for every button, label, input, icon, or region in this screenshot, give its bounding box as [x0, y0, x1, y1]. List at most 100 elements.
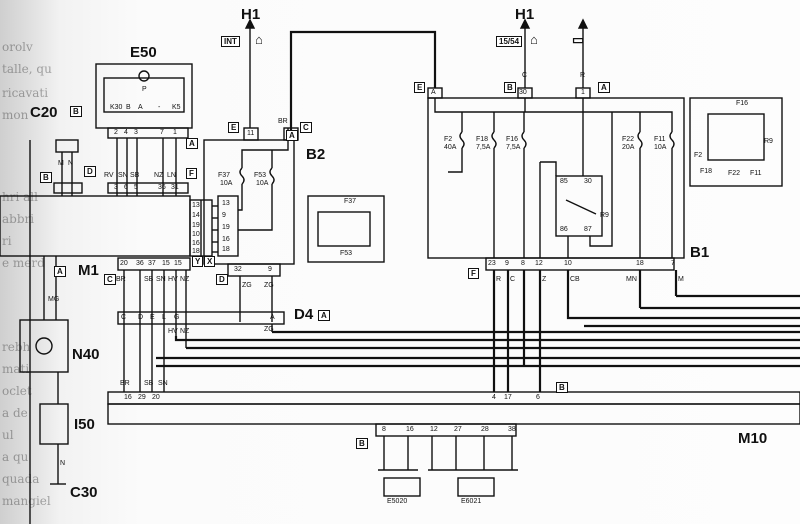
e50-inner-label: -	[158, 104, 161, 111]
margin-text-line: mangiel	[2, 494, 51, 508]
b2-pin: 13	[222, 200, 230, 207]
wire-color: ZG	[264, 282, 274, 289]
wire-color: LN	[167, 172, 176, 179]
locator-label: F2	[694, 152, 703, 159]
fuse-rating: 40A	[444, 144, 457, 151]
d4-pin: D	[138, 314, 144, 321]
fuse-f22-icon	[637, 131, 643, 149]
b2-pin: 16	[222, 236, 230, 243]
e50-pin: 2	[114, 129, 118, 136]
bleed-through-margin-text: orolv talle, qu ricavati mon hri all abb…	[0, 0, 80, 524]
connector-tag: E	[414, 82, 426, 93]
fuse-f11-icon	[669, 131, 675, 149]
connector-tag: A	[318, 310, 330, 321]
f37-locator-label: F37	[344, 198, 357, 205]
m1-pin: 37	[148, 260, 156, 267]
connector-tag: B	[70, 106, 82, 117]
wire-color: N	[68, 160, 74, 167]
margin-text-line: abbri	[2, 212, 35, 226]
locator-label: F22	[728, 170, 741, 177]
arrow-up-icon	[244, 18, 256, 29]
b2-internal-wire	[238, 184, 243, 211]
b1-pin: 1	[581, 89, 585, 96]
d4-connector	[117, 311, 285, 325]
e50-pin: 7	[160, 129, 164, 136]
fuse-label: F37	[218, 172, 231, 179]
fuse-rating: 10A	[654, 144, 667, 151]
fuse-label: F53	[254, 172, 267, 179]
int-signal-tag: INT	[221, 36, 240, 47]
m1-c20-connector	[53, 182, 83, 194]
connector-tag: B	[556, 382, 568, 393]
margin-text-line: oclet	[2, 384, 32, 398]
e50-box	[95, 63, 193, 129]
connector-tag: A	[186, 138, 198, 149]
connector-tag: A	[54, 266, 66, 277]
b1-pin: 30	[519, 89, 527, 96]
n40-label: N40	[72, 346, 100, 363]
i50-label: I50	[74, 416, 95, 433]
b1-wire-cb	[566, 270, 584, 320]
e50-inner-label: K30	[110, 104, 123, 111]
fuse-label: F18	[476, 136, 489, 143]
wire-color: RV	[104, 172, 114, 179]
e50-inner-label: B	[126, 104, 131, 111]
m1-pin: 18	[192, 248, 200, 255]
arrow-up-icon	[519, 18, 531, 29]
connector-tag: A	[286, 130, 298, 141]
e50-label: E50	[130, 44, 157, 61]
m1-pin: 16	[192, 240, 200, 247]
b2-label: B2	[306, 146, 326, 163]
wire-color: ZG	[242, 282, 252, 289]
b1-pin: 12	[535, 260, 543, 267]
m1-pin: 36	[158, 184, 166, 191]
connector-tag: Y	[192, 256, 204, 267]
b1-internal	[640, 111, 673, 132]
m10-pin: 12	[430, 426, 438, 433]
d4-pin: C	[121, 314, 127, 321]
margin-text-line: a de	[2, 406, 28, 420]
wire-color: BR	[116, 276, 126, 283]
margin-text-line: a qu	[2, 450, 29, 464]
b2-pin: 9	[268, 266, 272, 273]
b1-internal	[589, 112, 613, 247]
m1-pin: 36	[136, 260, 144, 267]
b1-locator-inner	[707, 113, 765, 161]
m1-pin: 14	[192, 212, 200, 219]
m1-pin: 10	[192, 231, 200, 238]
f53-locator-label: F53	[340, 250, 353, 257]
e50-pin: 3	[134, 129, 138, 136]
n40-motor-icon	[35, 337, 53, 355]
b1-pin: 10	[564, 260, 572, 267]
d4-pin: A	[270, 314, 275, 321]
e50-sensor-icon	[138, 70, 150, 82]
relay-label: R9	[600, 212, 609, 219]
m1-pin: 20	[120, 260, 128, 267]
e6021-box	[457, 477, 495, 497]
connector-tag: C	[104, 274, 116, 285]
fuse-rating: 7,5A	[506, 144, 521, 151]
margin-text-line: hri all	[2, 190, 38, 204]
wire-color: MG	[48, 296, 60, 303]
connector-tag: B	[504, 82, 516, 93]
connector-tag: D	[216, 274, 228, 285]
fuse-f18-icon	[491, 131, 497, 149]
connector-tag: F	[186, 168, 197, 179]
fuse-f16-icon	[521, 131, 527, 149]
e50-inner-label: A	[138, 104, 143, 111]
wire-color: SN	[156, 276, 166, 283]
b1-pin: 7	[671, 260, 675, 267]
i50-box	[39, 403, 69, 445]
connector-tag: E	[228, 122, 240, 133]
arrow-up-icon	[577, 18, 589, 29]
fuse-rating: 20A	[622, 144, 635, 151]
wire-color: BR	[120, 380, 130, 387]
b1-internal	[448, 148, 463, 173]
m1-pin: 5	[134, 184, 138, 191]
d4-label: D4	[294, 306, 314, 323]
fuse-label: F16	[506, 136, 519, 143]
wire-color: BR	[278, 118, 288, 125]
connector-tag: B	[356, 438, 368, 449]
wire-color: SB	[144, 380, 154, 387]
m10-pin: 8	[382, 426, 386, 433]
